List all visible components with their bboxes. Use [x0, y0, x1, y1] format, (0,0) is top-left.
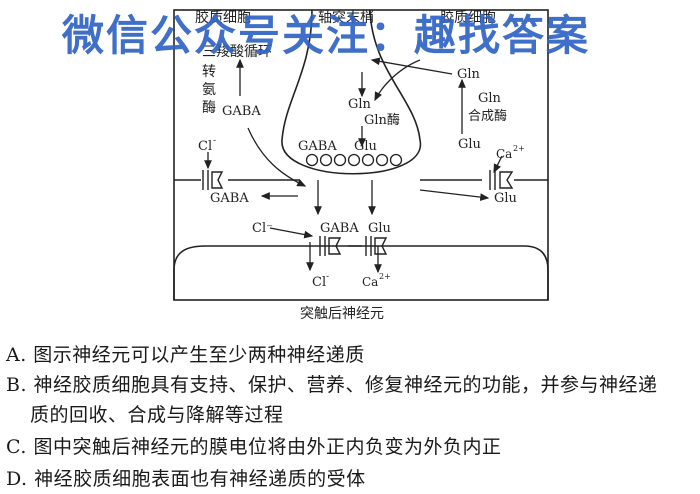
label-cl-cleft: Cl⁻: [252, 221, 273, 236]
label-glu-right-glia: Glu: [458, 137, 481, 152]
label-cl-post: Cl: [312, 275, 326, 290]
label-cl-glia-sup: -: [213, 136, 216, 146]
arrow-gln-to-terminal: [374, 59, 421, 102]
label-ca-right-glia: Ca: [496, 147, 512, 161]
arrow-ca-in: [493, 155, 503, 174]
label-ca-post-sup: 2+: [379, 272, 391, 281]
arrow-gaba-into-glia: [247, 127, 307, 187]
label-gln-enzyme: Gln酶: [364, 112, 400, 128]
figure-caption: 突触后神经元: [300, 306, 384, 322]
label-gln-synth-1: Gln: [478, 91, 502, 106]
synaptic-vesicles: [305, 153, 403, 167]
synapse-diagram: 胶质细胞 轴突末梢 胶质细胞 三羧酸循环 转 氨 酶 GABA Cl - GAB…: [173, 9, 549, 322]
label-gaba-glia-left: GABA: [222, 104, 261, 119]
label-gln-synth-2: 合成酶: [468, 108, 507, 124]
arrow-glu-uptake-right: [419, 189, 490, 201]
watermark: 微信公众号关注：趣找答案: [62, 11, 591, 60]
option-a: A. 图示神经元可以产生至少两种神经递质: [6, 344, 365, 366]
label-gaba-terminal: GABA: [298, 139, 337, 154]
diagram-frame: [173, 9, 549, 301]
label-glu-cleft: Glu: [368, 221, 391, 236]
label-transaminase-1: 转: [202, 64, 216, 80]
label-glu-uptake-right: Glu: [494, 191, 517, 206]
label-tca-cycle: 三羧酸循环: [202, 44, 272, 60]
option-b-line-2: 质的回收、合成与降解等过程: [30, 404, 284, 426]
arrow-cl-to-post: [269, 227, 314, 239]
label-transaminase-2: 氨: [202, 82, 216, 98]
axon-terminal: [281, 9, 421, 175]
postsynaptic-receptors: [319, 236, 388, 256]
arrow-gln-to-axon: [370, 57, 453, 75]
option-d: D. 神经胶质细胞表面也有神经递质的受体: [6, 468, 366, 490]
label-cl-glia: Cl: [198, 139, 212, 154]
postsynaptic-neuron: [173, 245, 549, 300]
label-transaminase-3: 酶: [202, 100, 216, 116]
label-ca-right-glia-sup: 2+: [513, 144, 525, 153]
label-gaba-cleft: GABA: [320, 221, 359, 236]
label-glia-left: 胶质细胞: [195, 9, 251, 26]
ca-channel-right-glia: [489, 170, 514, 190]
label-glu-terminal: Glu: [354, 139, 377, 154]
cl-channel-left-glia: [202, 170, 224, 190]
label-gln-mid: Gln: [348, 97, 372, 112]
label-axon-terminal: 轴突末梢: [318, 10, 374, 26]
option-c: C. 图中突触后神经元的膜电位将由外正内负变为外负内正: [6, 436, 502, 458]
option-b-line-1: B. 神经胶质细胞具有支持、保护、营养、修复神经元的功能，并参与神经递: [6, 374, 658, 396]
label-ca-post: Ca: [362, 275, 378, 289]
label-gln-top: Gln: [457, 67, 481, 82]
label-glia-right: 胶质细胞: [440, 9, 496, 26]
label-gaba-uptake: GABA: [210, 191, 249, 206]
label-cl-post-sup: -: [326, 272, 329, 282]
